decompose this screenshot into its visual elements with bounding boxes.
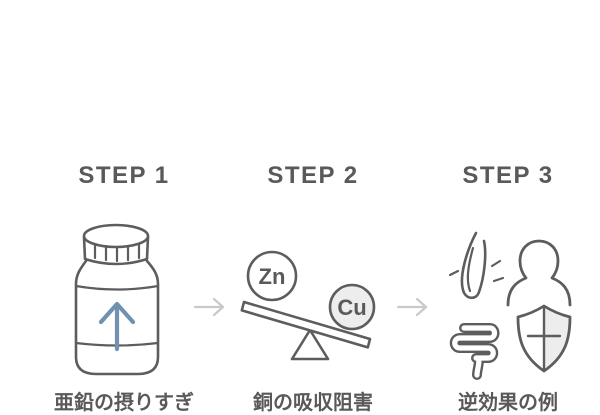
step1-heading: STEP 1 <box>78 162 170 189</box>
step2-heading: STEP 2 <box>267 162 359 189</box>
seesaw-fulcrum <box>290 328 330 361</box>
seesaw-plank <box>240 300 372 349</box>
copper-symbol: Cu <box>337 295 366 320</box>
increase-arrow-icon <box>98 301 136 352</box>
hair-loss-icon <box>448 231 505 300</box>
step3-heading: STEP 3 <box>462 162 554 189</box>
copper-circle <box>328 283 376 331</box>
bottle-cap-ridges <box>93 242 141 263</box>
zinc-circle <box>246 250 298 302</box>
adverse-effects-icons <box>448 231 572 380</box>
step2-to-step3-arrow-icon <box>396 297 428 317</box>
supplement-bottle-icon <box>74 223 160 376</box>
step2-label: 銅の吸収阻害 <box>253 392 373 414</box>
zinc-copper-seesaw-icon: Zn Cu <box>240 250 376 361</box>
step1-label: 亜鉛の摂りすぎ <box>54 392 194 414</box>
shield-right-half-fill <box>544 306 570 371</box>
zinc-symbol: Zn <box>259 264 286 289</box>
body-silhouette-icon <box>506 239 572 307</box>
intestine-icon <box>449 323 500 380</box>
bottle-label-top-line <box>74 284 160 291</box>
bottle-cap-side <box>82 235 150 266</box>
immune-shield-icon <box>516 304 572 373</box>
diagram-panel: STEP 1 STEP 2 STEP 3 <box>18 60 600 414</box>
bottle-body <box>74 259 160 376</box>
step1-to-step2-arrow-icon <box>193 297 225 317</box>
step3-label: 逆効果の例 <box>458 392 558 414</box>
